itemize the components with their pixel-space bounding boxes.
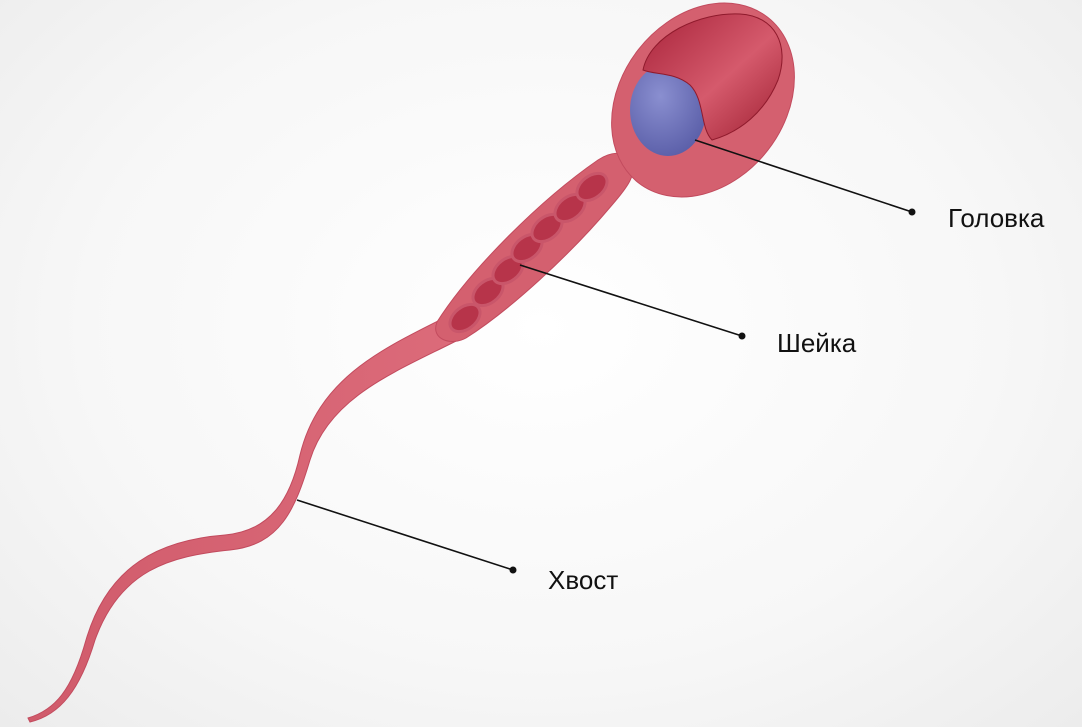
pointer-dots — [510, 209, 916, 574]
pointer-dot-tail — [510, 567, 517, 574]
tail-shape — [28, 320, 462, 722]
label-tail: Хвост — [548, 567, 618, 593]
mitochondria-group — [445, 168, 612, 337]
pointer-dot-neck — [739, 333, 746, 340]
label-head: Головка — [948, 205, 1044, 231]
pointer-line-neck — [520, 265, 742, 336]
pointer-line-tail — [297, 500, 513, 570]
pointer-dot-head — [909, 209, 916, 216]
label-neck: Шейка — [777, 330, 856, 356]
